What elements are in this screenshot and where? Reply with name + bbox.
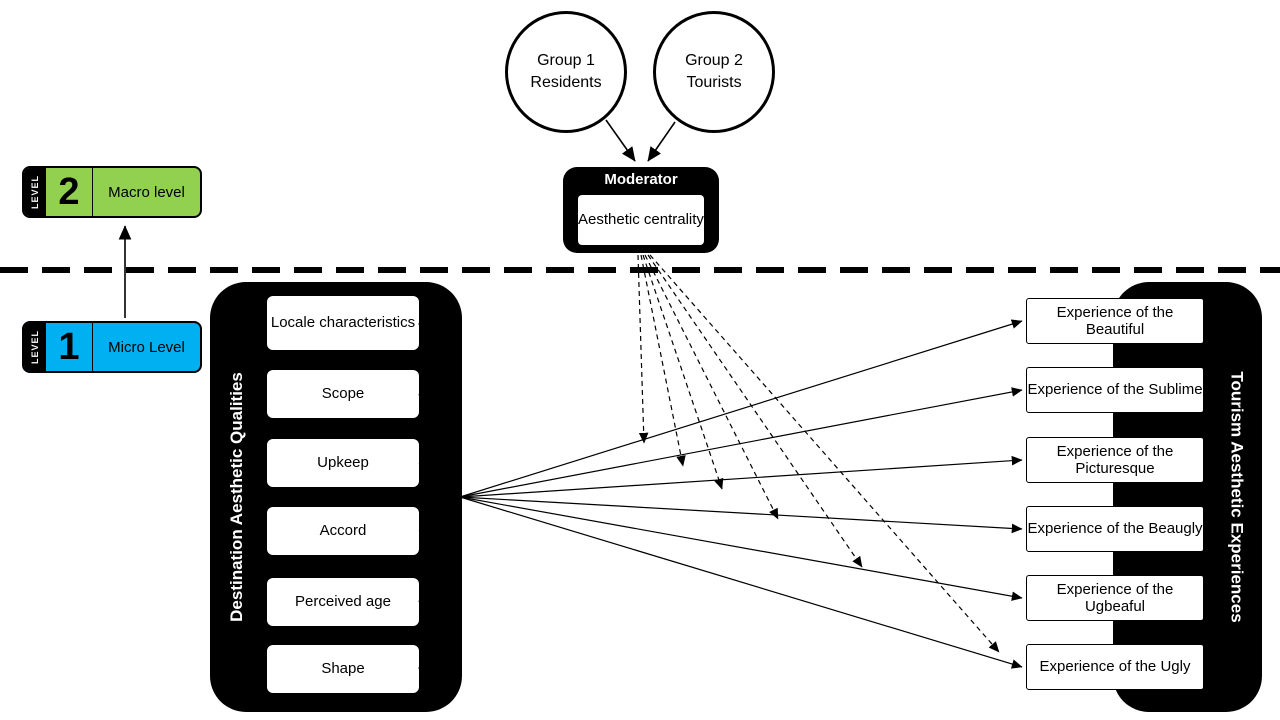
level-word-strip: LEVEL: [24, 168, 46, 216]
experience-item-beaugly: Experience of the Beaugly: [1026, 506, 1204, 552]
moderator-variable-box: Aesthetic centrality: [578, 195, 704, 245]
experience-item-beautiful: Experience of the Beautiful: [1026, 298, 1204, 344]
moderator-title: Moderator: [604, 171, 678, 188]
experience-item-picturesque: Experience of the Picturesque: [1026, 437, 1204, 483]
experience-item-sublime: Experience of the Sublime: [1026, 367, 1204, 413]
quality-item-perceived-age: Perceived age: [267, 578, 419, 626]
quality-item-shape: Shape: [267, 645, 419, 693]
quality-item-scope: Scope: [267, 370, 419, 418]
quality-item-upkeep: Upkeep: [267, 439, 419, 487]
level-word-strip: LEVEL: [24, 323, 46, 371]
experience-item-ugbeaful: Experience of the Ugbeaful: [1026, 575, 1204, 621]
group2-circle: Group 2 Tourists: [653, 11, 775, 133]
tourism-experiences-title: Tourism Aesthetic Experiences: [1228, 371, 1248, 623]
experience-path-arrows: [459, 319, 1023, 669]
destination-qualities-title: Destination Aesthetic Qualities: [227, 372, 246, 622]
experience-item-ugly: Experience of the Ugly: [1026, 644, 1204, 690]
moderator-box: Moderator Aesthetic centrality: [563, 167, 719, 253]
quality-item-accord: Accord: [267, 507, 419, 555]
moderation-arrows: [637, 254, 1000, 653]
group1-circle: Group 1 Residents: [505, 11, 627, 133]
group-to-moderator-arrows: [605, 119, 676, 162]
level-number: 2: [46, 168, 93, 216]
tourism-experiences-panel: [1113, 282, 1262, 712]
level-2-badge: LEVEL 2 Macro level: [22, 166, 202, 218]
quality-item-locale: Locale characteristics: [267, 296, 419, 350]
level-number: 1: [46, 323, 93, 371]
level-label: Macro level: [108, 183, 185, 201]
level-label: Micro Level: [108, 338, 185, 356]
level-word: LEVEL: [30, 329, 41, 365]
level-word: LEVEL: [30, 174, 41, 210]
level-1-badge: LEVEL 1 Micro Level: [22, 321, 202, 373]
